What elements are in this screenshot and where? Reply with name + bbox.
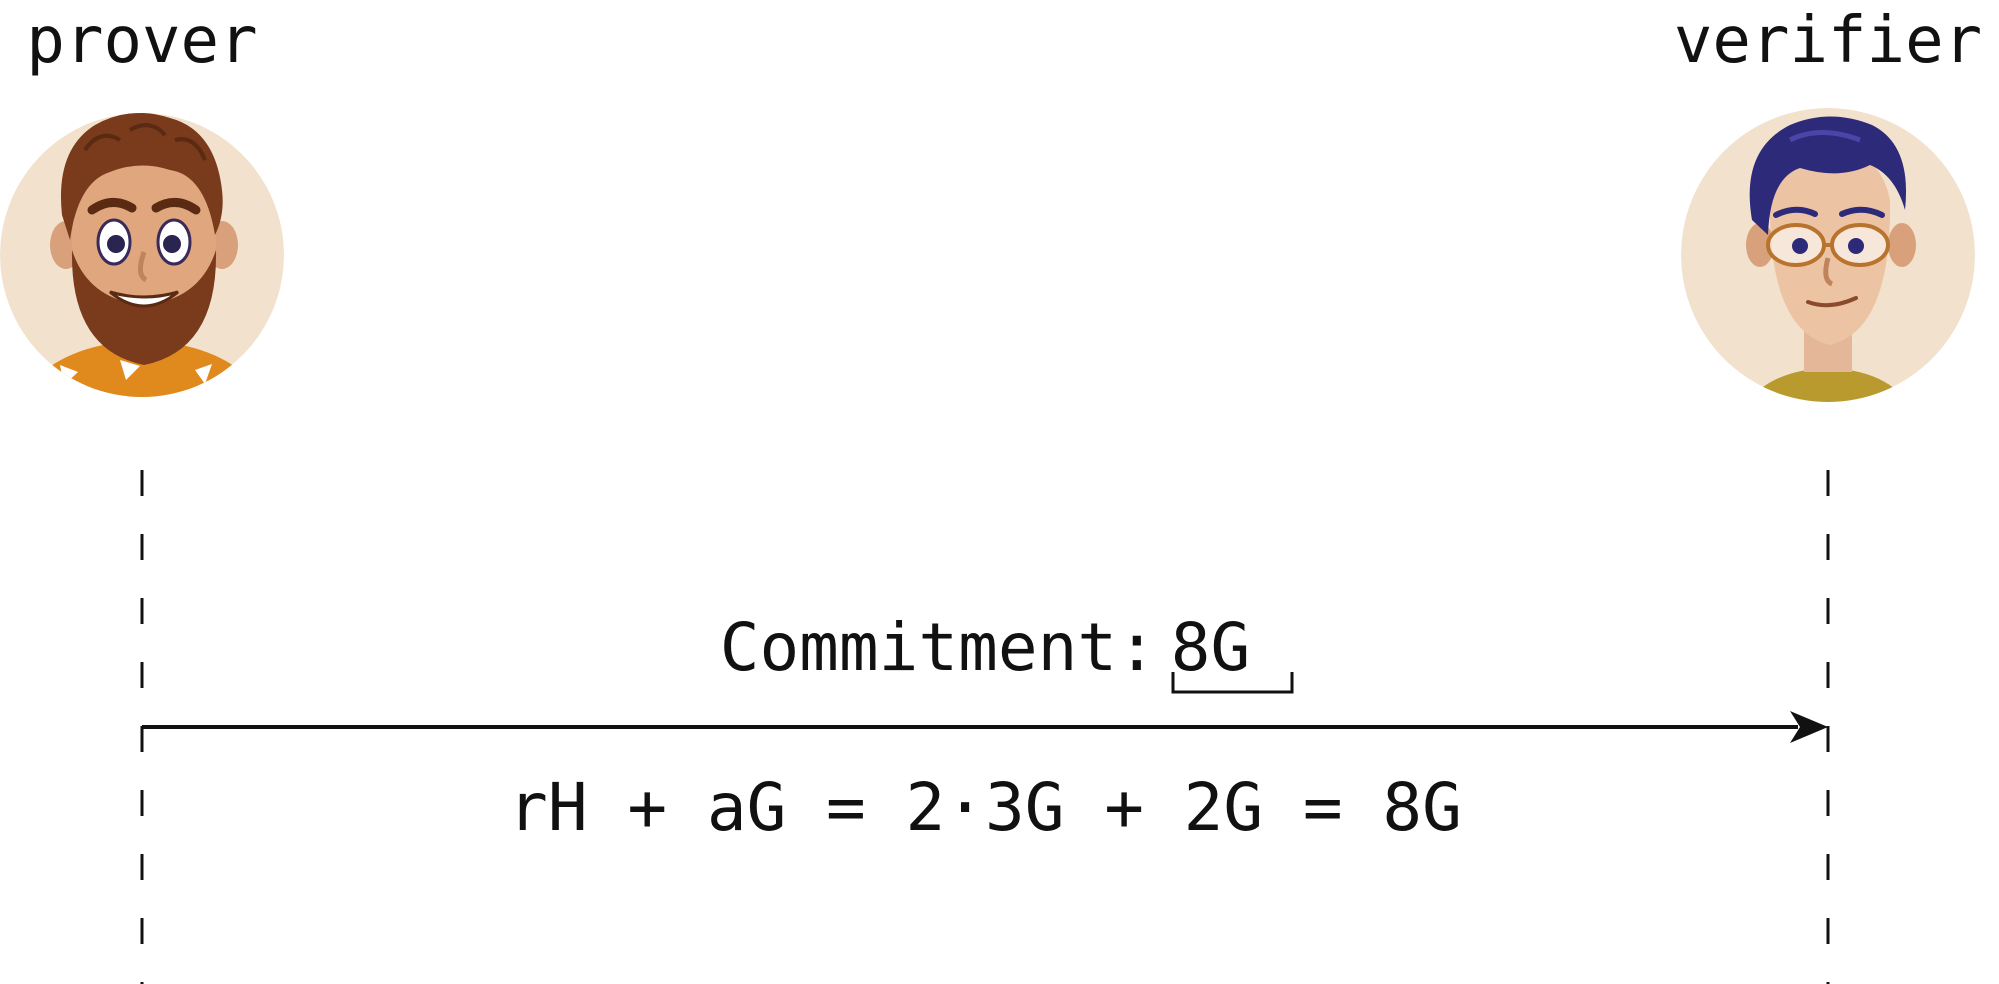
commitment-computation: rH + aG = 2·3G + 2G = 8G <box>508 769 1462 846</box>
bearded-man-avatar-icon <box>0 113 284 397</box>
man-with-glasses-avatar-icon <box>1681 108 1975 402</box>
arrow-head <box>1790 711 1828 743</box>
prover-label: prover <box>26 4 257 78</box>
commitment-label: Commitment: <box>720 609 1157 686</box>
value-underbrace <box>1171 672 1294 694</box>
verifier-label: verifier <box>1674 4 1982 78</box>
commitment-value: 8G <box>1171 609 1250 686</box>
message-label: Commitment:8G <box>720 609 1251 686</box>
